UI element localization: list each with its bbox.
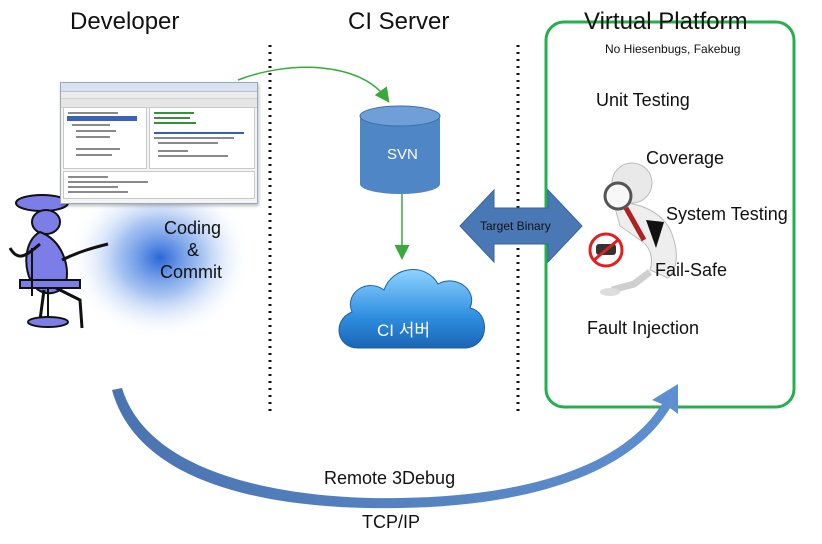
ampersand-label: & [187,240,200,260]
ide-tree-line [72,124,110,126]
ide-code-editor [149,107,255,169]
ide-console [63,171,255,199]
tester-figure-icon [600,162,677,296]
ide-code-line [154,112,194,114]
ide-code-line [158,155,228,157]
developer-figure-icon [8,194,109,329]
platform-subtitle: No Hiesenbugs, Fakebug [605,42,741,56]
developer-glow [68,176,252,340]
commit-arrow [237,66,390,103]
target-binary-arrow [459,188,583,264]
ide-code-line [154,117,190,119]
ide-tree-line [76,130,116,132]
ide-tree-line [76,148,120,150]
ci-cloud-icon [338,269,485,349]
target-binary-label: Target Binary [480,219,551,233]
tcp-ip-label: TCP/IP [362,512,421,532]
ide-titlebar [61,83,257,92]
ide-console-line [68,186,118,188]
coverage-label: Coverage [646,148,725,168]
no-bug-icon [588,232,624,268]
remote-debug-label: Remote 3Debug [324,468,456,488]
virtual-platform-title: Virtual Platform [584,8,748,35]
ci-cloud-label: CI 서버 [377,321,431,340]
ide-tree-selection [67,116,137,121]
ide-console-line [68,191,128,193]
ide-screenshot [60,82,258,204]
ide-code-line [158,142,218,144]
system-testing-label: System Testing [666,204,788,224]
ide-menubar [61,92,257,99]
ide-code-line [158,150,188,152]
ide-code-line [154,137,234,139]
ide-console-line [68,176,108,178]
ide-tree-line [76,154,112,156]
fault-injection-label: Fault Injection [587,318,700,338]
developer-title: Developer [70,8,180,35]
remote-debug-arc [112,384,678,509]
svn-cylinder-icon [359,105,441,194]
svn-label: SVN [387,146,418,163]
fail-safe-label: Fail-Safe [655,260,728,280]
ide-code-line [154,122,196,124]
coding-label: Coding [164,218,222,238]
ci-server-title: CI Server [348,8,450,35]
unit-testing-label: Unit Testing [596,90,690,110]
ide-tree-line [68,112,118,114]
commit-label: Commit [160,262,222,282]
ide-tree-line [76,136,110,138]
ide-console-line [68,181,148,183]
ide-code-line [154,132,244,134]
